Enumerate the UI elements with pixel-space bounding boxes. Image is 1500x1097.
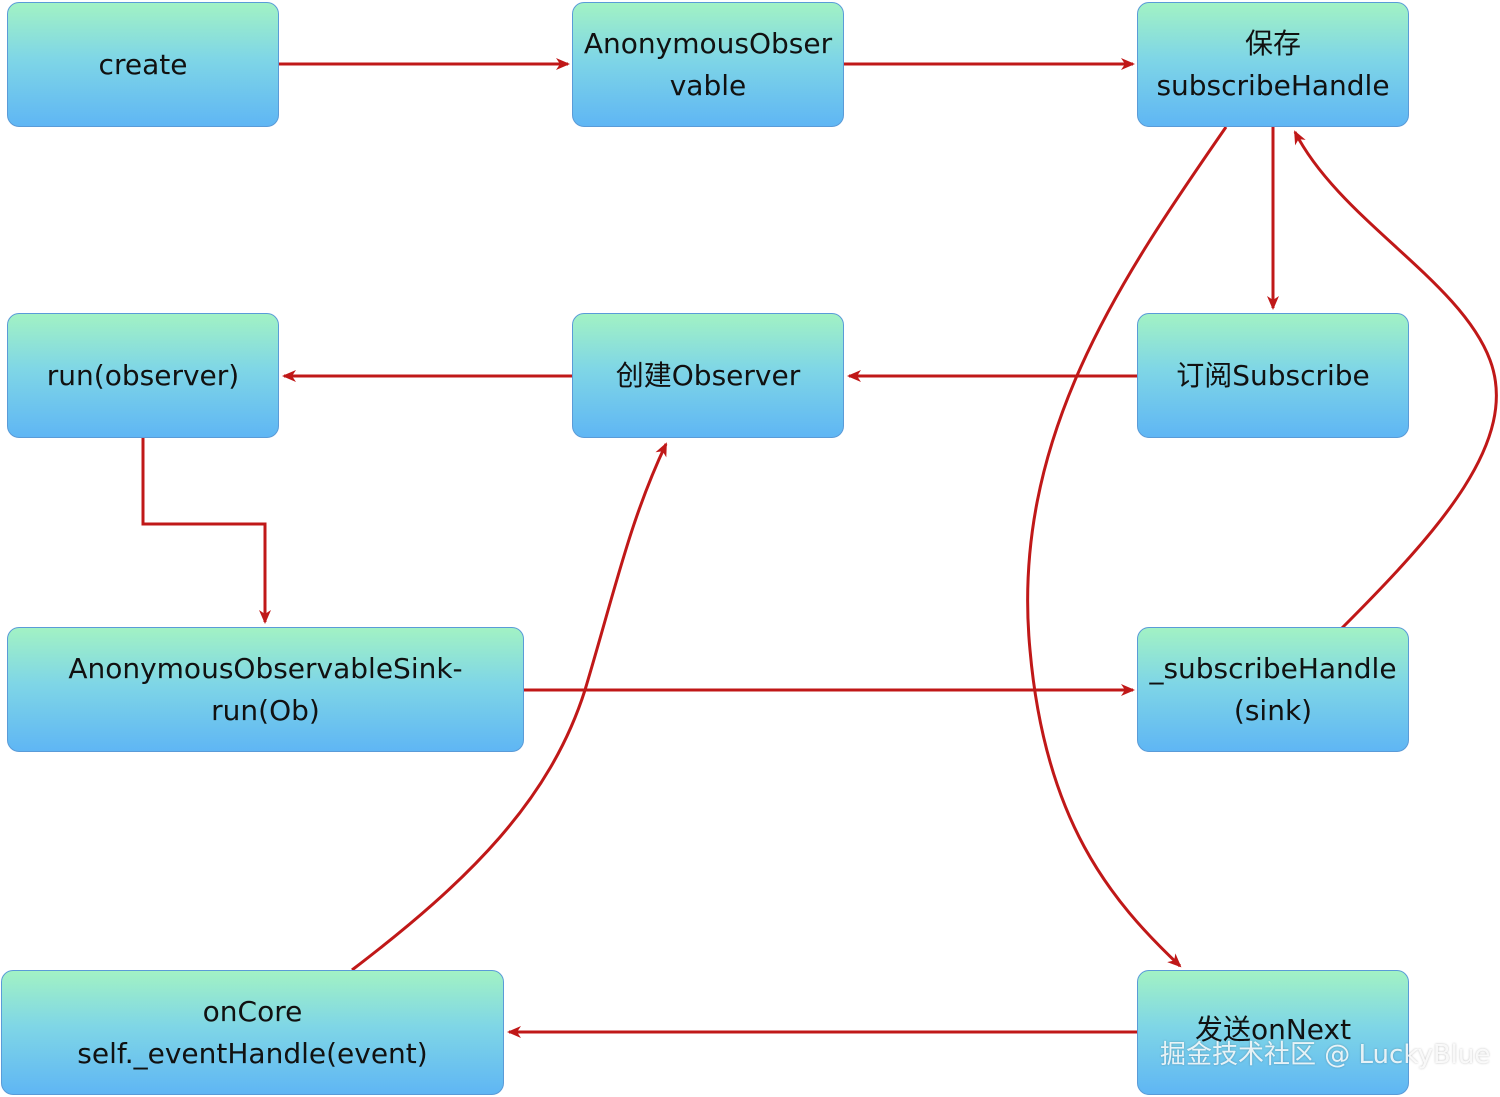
- node-subscribe-label: 订阅Subscribe: [1176, 358, 1370, 392]
- node-sink-run-label: AnonymousObservableSink- run(Ob): [68, 651, 463, 727]
- arrow-oncore-to-create-observer: [351, 442, 668, 972]
- node-run-observer-label: run(observer): [46, 358, 240, 392]
- node-on-core: onCore self._eventHandle(event): [1, 970, 504, 1095]
- node-anonymous-observable: AnonymousObser vable: [572, 2, 844, 127]
- arrow-run-to-sink-run: [141, 438, 271, 624]
- node-subscribe-handle-sink: _subscribeHandle (sink): [1137, 627, 1409, 752]
- node-subscribe-handle-sink-label: _subscribeHandle (sink): [1149, 651, 1397, 727]
- node-sink-run: AnonymousObservableSink- run(Ob): [7, 627, 524, 752]
- node-subscribe: 订阅Subscribe: [1137, 313, 1409, 438]
- node-anonymous-observable-label: AnonymousObser vable: [583, 26, 833, 102]
- arrow-subscribe-handle-sink-to-save-handle: [1293, 130, 1498, 630]
- arrow-save-handle-to-send-onnext: [1026, 126, 1228, 968]
- node-save-subscribe-handle-label: 保存 subscribeHandle: [1156, 26, 1390, 102]
- node-save-subscribe-handle: 保存 subscribeHandle: [1137, 2, 1409, 127]
- watermark: 掘金技术社区 @ LuckyBlue: [1160, 1040, 1491, 1070]
- node-create-observer: 创建Observer: [572, 313, 844, 438]
- node-create-label: create: [98, 47, 188, 81]
- node-send-on-next-label: 发送onNext: [1194, 1013, 1352, 1046]
- node-create-observer-label: 创建Observer: [615, 358, 801, 392]
- node-run-observer: run(observer): [7, 313, 279, 438]
- node-create: create: [7, 2, 279, 127]
- node-send-on-next: 发送onNext: [1137, 970, 1409, 1095]
- node-on-core-label: onCore self._eventHandle(event): [77, 994, 428, 1070]
